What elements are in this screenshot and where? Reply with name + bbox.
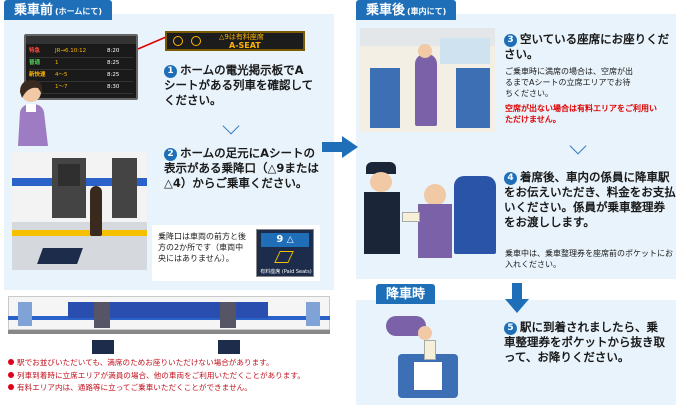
board-dest: 1〜7 [55,84,68,90]
step-3-number: 3 [504,34,517,47]
board-dest: JR→6.10:12 [55,48,87,54]
exit-title: 降車時 [386,287,426,302]
down-arrow-icon [505,283,529,313]
door-note: 乗降口は車両の前方と後方の2か所です（車両中央にはありません）。 [158,232,246,263]
step-4-text: 着席後、車内の係員に降車駅をお伝えいただき、料金をお支払いください。係員が乗車整… [504,170,676,229]
board-time: 8:20 [107,48,120,54]
step-4-number: 4 [504,172,517,185]
bullet-icon [8,359,14,365]
board-dest: 4〜5 [55,72,68,78]
platform-illustration [12,152,147,270]
before-tab: 乗車前(ホームにて) [4,0,113,20]
exit-tab: 降車時 [376,284,436,304]
step-5-number: 5 [504,322,517,335]
bullet-icon [8,384,14,390]
after-title: 乗車後 [366,3,406,18]
after-subtitle: (車内にて) [407,7,447,16]
footnote-2: 列車到着時に立席エリアが満員の場合、他の車両をご利用いただくことがあります。 [8,370,305,383]
board-row: 特急 JR→6.10:12 8:20 [29,46,133,58]
sign-circle-icon [191,36,201,46]
sign-line1: △9は有料座席 [219,33,264,41]
board-time: 8:25 [107,60,120,66]
floor-sign-logo [274,251,294,263]
bullet-icon [8,371,14,378]
before-title: 乗車前 [14,3,54,18]
full-note: ご乗車時に満席の場合は、空席が出るまでAシートの立席エリアでお待ちください。 [505,67,633,98]
board-type: 特急 [29,48,41,54]
step-2-number: 2 [164,148,177,161]
board-time: 8:30 [107,84,120,90]
after-tab: 乗車後(車内にて) [356,0,457,20]
floor-sign-label: 有料座席 (Paid Seats) [260,269,312,275]
board-row: 普通 1 8:25 [29,58,133,70]
conductor-illustration [362,152,497,262]
board-type: 新快速 [29,72,46,78]
step-3-text: 空いている座席にお座りください。 [504,32,670,61]
pointer-line [138,36,167,50]
step-2-text: ホームの足元にAシートの表示がある乗降口（△9または△4）からご乗車ください。 [164,146,319,190]
footnote-1: 駅でお並びいただいても、満席のためお座りいただけない場合があります。 [8,357,305,370]
passenger-illustration [18,80,48,146]
sign-circle-icon [173,36,183,46]
departure-board: 特急JR→6.10:128:20普通18:25新快速4〜58:25普通1〜78:… [24,34,138,100]
interior-illustration [360,28,495,132]
step-1-text: ホームの電光掲示板でAシートがある列車を確認してください。 [164,63,314,107]
before-subtitle: (ホームにて) [55,7,103,16]
floor-sign: 9 △ 有料座席 (Paid Seats) [256,229,314,277]
a-seat-sign: △9は有料座席 A-SEAT [165,31,305,51]
sign-line2: A-SEAT [229,41,261,50]
triangle-icon: △ [286,235,294,245]
floor-sign-number: 9 [276,234,284,245]
step-1-number: 1 [164,65,177,78]
footnotes: 駅でお並びいただいても、満席のためお座りいただけない場合があります。 列車到着時… [8,357,305,395]
board-time: 8:25 [107,72,120,78]
board-type: 普通 [29,60,41,66]
board-row: 新快速 4〜5 8:25 [29,70,133,82]
train-illustration [8,294,330,356]
right-arrow-icon [322,136,358,158]
footnote-3: 有料エリア内は、通路等に立ってご乗車いただくことができません。 [8,382,305,395]
step-5-text: 駅に到着されましたら、乗車整理券をポケットから抜き取って、お降りください。 [504,320,665,364]
exit-illustration [386,312,466,400]
full-warning: 空席が出ない場合は有料エリアをご利用いただけません。 [505,104,657,124]
ticket-note: 乗車中は、乗車整理券を座席前のポケットにお入れください。 [505,249,673,269]
board-dest: 1 [55,60,59,66]
